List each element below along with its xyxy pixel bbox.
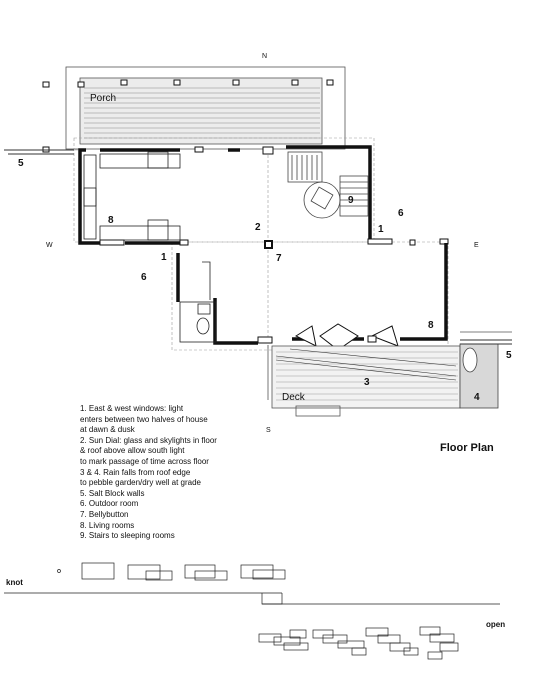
pebble-garden <box>459 343 499 409</box>
bath <box>179 261 217 343</box>
marker-8-north: 8 <box>108 215 114 226</box>
legend-item-3: 3 & 4. Rain falls from roof edge to pebb… <box>80 467 201 488</box>
plan-title: Floor Plan <box>440 442 494 454</box>
marker-4: 4 <box>474 392 480 403</box>
site-line <box>4 149 74 155</box>
marker-5-east: 5 <box>506 350 512 361</box>
marker-7: 7 <box>276 253 282 264</box>
bellybutton <box>264 240 273 249</box>
stairs <box>287 151 369 219</box>
north-house-walls <box>78 145 372 245</box>
marker-6-east: 6 <box>398 208 404 219</box>
compass-north: N <box>262 53 267 60</box>
rain-lines <box>275 348 457 381</box>
concept-diagram <box>4 562 500 660</box>
kitchen-counters <box>83 151 181 241</box>
marker-2: 2 <box>255 222 261 233</box>
north-house-windows <box>99 146 274 246</box>
legend-item-8: 8. Living rooms <box>80 520 135 530</box>
deck-post-marks <box>367 239 416 343</box>
compass-west: W <box>46 242 53 249</box>
legend-item-1: 1. East & west windows: light enters bet… <box>80 404 208 435</box>
legend-item-2: 2. Sun Dial: glass and skylights in floo… <box>80 435 217 466</box>
legend-item-6: 6. Outdoor room <box>80 499 139 509</box>
compass-east: E <box>474 242 479 249</box>
deck-label: Deck <box>282 392 306 403</box>
diagram-word-knot: knot <box>6 578 23 587</box>
east-window <box>367 238 449 245</box>
marker-8-south: 8 <box>428 320 434 331</box>
marker-6-west: 6 <box>141 272 147 283</box>
diagram-word-open: open <box>486 620 506 629</box>
marker-5-west: 5 <box>18 158 24 169</box>
legend: 1. East & west windows: light enters bet… <box>80 404 290 542</box>
porch-label: Porch <box>90 93 116 104</box>
south-windows <box>257 323 399 351</box>
marker-1-east: 1 <box>378 224 384 235</box>
legend-item-9: 9. Stairs to sleeping rooms <box>80 531 175 541</box>
compass-south: S <box>266 427 271 434</box>
marker-9: 9 <box>348 195 354 206</box>
marker-1-west: 1 <box>161 252 167 263</box>
legend-item-5: 5. Salt Block walls <box>80 488 145 498</box>
marker-3: 3 <box>364 377 370 388</box>
legend-item-7: 7. Bellybutton <box>80 509 129 519</box>
salt-block-line-east <box>460 339 512 345</box>
